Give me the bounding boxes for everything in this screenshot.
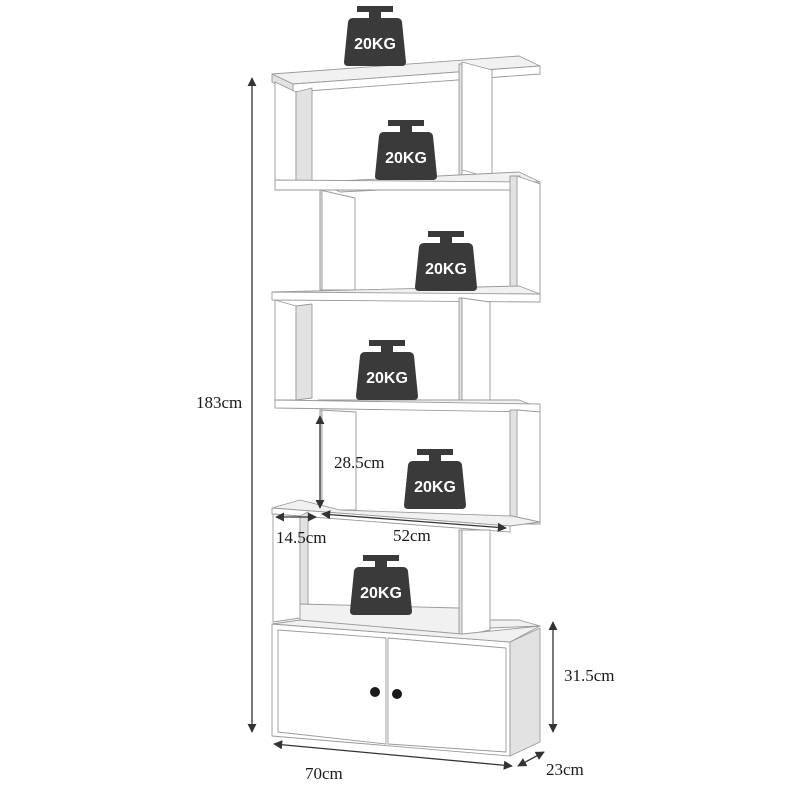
shelf-board-2 xyxy=(274,171,541,193)
inner-depth-label: 14.5cm xyxy=(276,528,327,547)
tier1-left-panel xyxy=(274,81,313,191)
weight-handle xyxy=(369,340,405,346)
tier2-right-panel xyxy=(509,175,541,297)
weight-body xyxy=(415,243,477,291)
shelf-width-arrow xyxy=(321,510,507,532)
weight-icons: 20KG 20KG 20KG 20KG 20KG 20KG xyxy=(344,6,477,615)
weight-handle xyxy=(363,555,399,561)
weight-handle xyxy=(357,6,393,12)
weight-handle xyxy=(428,231,464,237)
weight-neck xyxy=(369,11,381,19)
weight-neck xyxy=(429,454,441,462)
tier3-right-panel xyxy=(458,297,491,405)
cabinet-door-right[interactable] xyxy=(387,637,507,753)
shelf-height-label: 28.5cm xyxy=(334,453,385,472)
weight-icon: 20KG xyxy=(344,6,406,66)
shelf-board-3 xyxy=(271,285,541,303)
weight-icon: 20KG xyxy=(356,340,418,400)
weight-icon: 20KG xyxy=(404,449,466,509)
weight-body xyxy=(344,18,406,66)
shelf-board-4 xyxy=(274,399,541,413)
cabinet-door-left[interactable] xyxy=(277,629,387,745)
tier5-left-panel xyxy=(272,511,309,623)
door-knob-right[interactable] xyxy=(392,689,402,699)
total-height-label: 183cm xyxy=(196,393,242,412)
tier2-left-panel xyxy=(319,189,356,291)
weight-icon: 20KG xyxy=(415,231,477,291)
weight-neck xyxy=(400,125,412,133)
weight-neck xyxy=(440,236,452,244)
dimension-lines xyxy=(247,77,558,770)
weight-body xyxy=(404,461,466,509)
weight-icon: 20KG xyxy=(350,555,412,615)
total-depth-label: 23cm xyxy=(546,760,584,779)
weight-icon: 20KG xyxy=(375,120,437,180)
tier1-right-panel xyxy=(458,61,493,179)
total-width-label: 70cm xyxy=(305,764,343,783)
tier5-right-panel xyxy=(458,529,491,637)
tier3-left-panel xyxy=(274,299,313,401)
cabinet-height-label: 31.5cm xyxy=(564,666,615,685)
weight-neck xyxy=(375,560,387,568)
weight-label: 20KG xyxy=(360,585,402,602)
total-depth-arrow xyxy=(517,751,545,767)
weight-label: 20KG xyxy=(414,479,456,496)
weight-body xyxy=(356,352,418,400)
weight-label: 20KG xyxy=(425,261,467,278)
weight-label: 20KG xyxy=(366,370,408,387)
weight-handle xyxy=(417,449,453,455)
bookshelf-structure xyxy=(271,55,541,757)
weight-body xyxy=(375,132,437,180)
weight-label: 20KG xyxy=(354,36,396,53)
tier4-right-panel xyxy=(509,409,541,525)
shelf-width-label: 52cm xyxy=(393,526,431,545)
weight-body xyxy=(350,567,412,615)
shelf-top-board xyxy=(271,55,541,93)
door-knob-left[interactable] xyxy=(370,687,380,697)
weight-label: 20KG xyxy=(385,150,427,167)
total-width-arrow xyxy=(273,740,513,770)
weight-neck xyxy=(381,345,393,353)
weight-handle xyxy=(388,120,424,126)
